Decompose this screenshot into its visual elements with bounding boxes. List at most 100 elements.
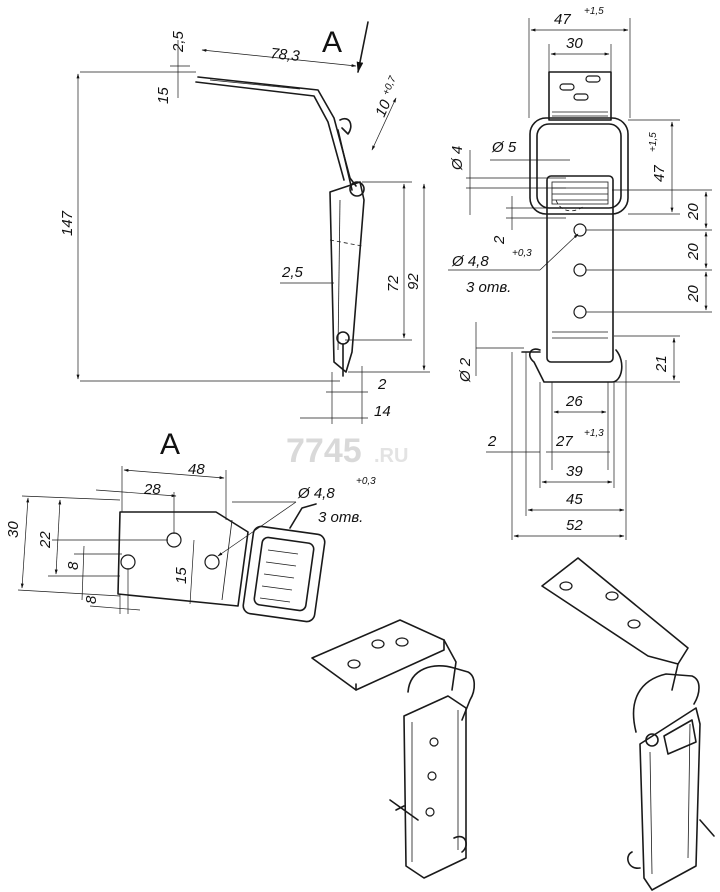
isometric-view-front [311,619,476,879]
view-a-dim-15 [189,539,195,605]
front-label-2-left: 2 [491,235,508,245]
iso1-hole-3 [425,807,435,817]
front-view: 47 +1,5 30 Ø 4 Ø 5 47 +1,5 20 20 20 2 Ø … [448,6,712,540]
view-a-pin [289,503,317,529]
front-latch-bottom-ribs [552,331,608,339]
iso1-plate-hole-3 [395,637,409,647]
iso1-bottom-hook [453,835,467,853]
front-label-2-bottom: 2 [487,433,497,450]
iso2-pin [699,819,715,837]
view-a-hole-2 [120,554,136,570]
view-a-dim-30 [20,497,30,589]
side-label-72: 72 [385,275,402,292]
iso1-latch-sides [411,710,459,862]
front-label-20-c: 20 [685,285,702,303]
front-label-27: 27 [555,433,573,450]
iso1-bracket-bend [443,639,457,691]
watermark: 7745 .RU [286,432,408,470]
side-latch-body [329,181,365,373]
side-lever [337,129,353,191]
iso2-pivot [645,733,659,747]
side-label-15: 15 [155,87,172,104]
view-a-label-22: 22 [37,531,54,549]
view-a-label-28: 28 [143,481,161,498]
front-label-39: 39 [566,463,583,480]
iso1-hole-2 [427,771,437,781]
iso2-latch-sides [649,723,691,875]
view-a-ext-30-bottom [17,589,121,597]
view-a-dim-48 [123,468,225,480]
view-a-label-48: 48 [188,461,205,478]
view-a-label-15: 15 [173,567,190,584]
view-a-leader [217,501,297,557]
view-a-hole-3 [204,554,220,570]
side-label-92: 92 [405,273,422,290]
isometric-view-side [541,557,715,891]
view-a-dim-28 [95,489,177,498]
side-label-2-5-top: 2,5 [170,30,187,53]
view-a-label-8-v: 8 [65,561,82,570]
view-a-latch [242,525,326,623]
view-a-arrow-label: A [322,26,342,59]
front-label-20-a: 20 [685,203,702,221]
view-a-label-8-h: 8 [83,595,100,604]
side-hidden-line [329,239,363,247]
watermark-main: 7745 [286,432,362,470]
front-label-26: 26 [565,393,583,410]
front-label-hole5: Ø 5 [491,139,517,156]
view-a-title: A [160,428,180,461]
iso1-pin [389,799,419,821]
front-label-27-tol: +1,3 [584,428,604,439]
view-a-arrow [356,21,369,74]
front-hidden-curve [555,199,585,212]
view-a-plate [117,511,249,607]
front-label-hole48-tol: +0,3 [512,248,532,259]
front-label-20-b: 20 [685,243,702,261]
iso2-latch-body [639,707,701,891]
view-a-latch-inner [253,536,315,612]
side-label-147: 147 [59,210,76,236]
view-a-dim-22 [54,499,62,575]
front-hole-2 [573,263,587,277]
iso1-bracket-plate [311,619,445,691]
iso2-bracket-bend [671,663,679,691]
front-bracket-hole-1 [559,83,575,91]
side-label-14: 14 [374,403,391,420]
front-bottom-hook [528,348,623,383]
iso1-wire-loop [407,665,476,721]
front-label-47-right-tol: +1,5 [648,132,659,152]
side-hook [339,118,352,135]
view-a-ext-30-top [21,495,121,501]
front-latch-lever [551,181,609,205]
front-label-hole2: Ø 2 [457,357,474,383]
side-label-2-5-mid: 2,5 [281,264,304,281]
view-a-label-hole48: Ø 4,8 [297,485,335,502]
side-bracket-outline [197,76,357,187]
front-hole-1 [573,223,587,237]
side-label-78-3: 78,3 [270,45,301,65]
front-bracket-bend [552,111,608,117]
view-a: A 48 28 30 22 8 [5,428,376,623]
front-bracket-plate [548,71,612,121]
iso2-wire-loop [632,673,700,733]
side-label-2: 2 [377,376,387,393]
side-bracket-bend-line [209,79,301,90]
view-a-dim-8-h [89,605,141,611]
front-label-47-top: 47 [554,11,571,28]
front-wire-loop-inner [536,123,622,209]
front-label-30: 30 [566,35,583,52]
view-a-dim-8-v [81,545,85,601]
iso2-lever [663,719,697,755]
front-label-45: 45 [566,491,583,508]
iso2-plate-hole-3 [627,619,641,629]
view-a-hole-1 [166,532,182,548]
front-label-47-right: 47 [651,165,668,182]
front-latch-body [546,175,614,363]
iso1-plate-hole-1 [347,659,361,669]
side-dim-10 [371,97,397,151]
view-a-label-hole48-tol: +0,3 [356,476,376,487]
side-label-10: 10 [372,97,395,120]
view-a-bend-line [221,519,233,601]
front-leader-hole48 [539,233,579,271]
